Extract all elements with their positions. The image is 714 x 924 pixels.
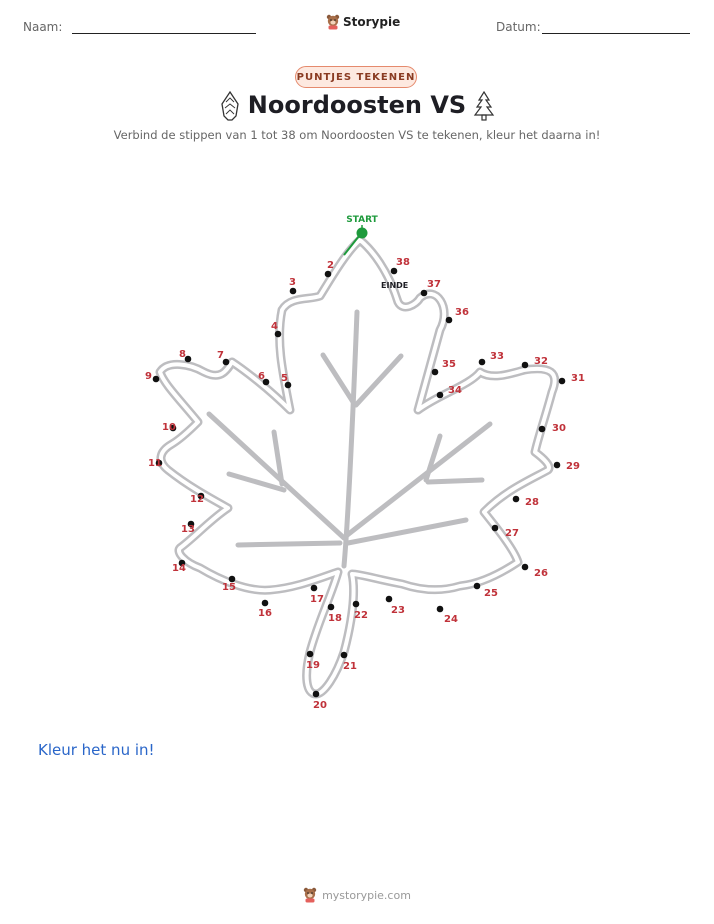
dot-number-14: 14 xyxy=(172,563,186,574)
dot-number-22: 22 xyxy=(354,610,368,621)
brand-logo: Storypie xyxy=(326,14,400,30)
dot-number-11: 11 xyxy=(148,458,162,469)
dot-7 xyxy=(222,358,230,366)
dot-number-18: 18 xyxy=(328,613,342,624)
dot-number-15: 15 xyxy=(222,582,236,593)
dot-11 xyxy=(155,459,163,467)
dot-30 xyxy=(538,425,546,433)
color-prompt: Kleur het nu in! xyxy=(38,741,155,759)
name-label: Naam: xyxy=(23,20,63,34)
leaf-outline xyxy=(155,235,560,699)
dot-31 xyxy=(558,377,566,385)
bear-icon xyxy=(326,14,340,30)
dot-number-7: 7 xyxy=(217,350,224,361)
dot-number-34: 34 xyxy=(448,385,462,396)
name-line[interactable] xyxy=(72,33,256,34)
dot-35 xyxy=(431,368,439,376)
dot-6 xyxy=(262,378,270,386)
dot-36 xyxy=(445,316,453,324)
dot-8 xyxy=(184,355,192,363)
activity-badge: PUNTJES TEKENEN xyxy=(295,66,417,88)
dot-27 xyxy=(491,524,499,532)
footer-url[interactable]: mystorypie.com xyxy=(322,888,411,902)
dot-number-36: 36 xyxy=(455,307,469,318)
brand-name: Storypie xyxy=(343,15,401,29)
dot-number-13: 13 xyxy=(181,524,195,535)
footer: mystorypie.com xyxy=(0,887,714,903)
dot-number-25: 25 xyxy=(484,588,498,599)
dot-number-24: 24 xyxy=(444,614,458,625)
date-label: Datum: xyxy=(496,20,541,34)
dot-number-17: 17 xyxy=(310,594,324,605)
dot-number-2: 2 xyxy=(327,260,334,271)
date-line[interactable] xyxy=(542,33,690,34)
dot-number-35: 35 xyxy=(442,359,456,370)
start-arrow xyxy=(343,235,360,256)
dot-number-8: 8 xyxy=(179,349,186,360)
dot-number-23: 23 xyxy=(391,605,405,616)
dot-number-6: 6 xyxy=(258,371,265,382)
dot-2 xyxy=(324,270,332,278)
dot-number-5: 5 xyxy=(281,373,288,384)
dot-number-37: 37 xyxy=(427,279,441,290)
dot-16 xyxy=(261,599,269,607)
dot-number-26: 26 xyxy=(534,568,548,579)
dot-number-3: 3 xyxy=(289,277,296,288)
dot-number-16: 16 xyxy=(258,608,272,619)
dot-20 xyxy=(312,690,320,698)
dot-9 xyxy=(152,375,160,383)
dot-22 xyxy=(352,600,360,608)
dot-4 xyxy=(274,330,282,338)
dot-13 xyxy=(187,520,195,528)
dot-12 xyxy=(197,492,205,500)
dot-number-12: 12 xyxy=(190,494,204,505)
dot-21 xyxy=(340,651,348,659)
dot-34 xyxy=(436,391,444,399)
dot-32 xyxy=(521,361,529,369)
bear-icon xyxy=(303,887,317,903)
dot-number-19: 19 xyxy=(306,660,320,671)
dot-number-9: 9 xyxy=(145,371,152,382)
dot-number-31: 31 xyxy=(571,373,585,384)
dot-14 xyxy=(178,559,186,567)
dot-15 xyxy=(228,575,236,583)
dot-10 xyxy=(169,424,177,432)
dot-number-4: 4 xyxy=(271,321,278,332)
dot-number-27: 27 xyxy=(505,528,519,539)
dot-25 xyxy=(473,582,481,590)
start-dot xyxy=(356,227,368,239)
dot-24 xyxy=(436,605,444,613)
dot-33 xyxy=(478,358,486,366)
dot-23 xyxy=(385,595,393,603)
dot-38 xyxy=(390,267,398,275)
dot-number-30: 30 xyxy=(552,423,566,434)
dot-3 xyxy=(289,287,297,295)
dot-number-10: 10 xyxy=(162,422,176,433)
dot-26 xyxy=(521,563,529,571)
dot-number-20: 20 xyxy=(313,700,327,711)
page-title: Noordoosten VS xyxy=(247,91,467,119)
instructions: Verbind de stippen van 1 tot 38 om Noord… xyxy=(113,128,601,142)
dot-28 xyxy=(512,495,520,503)
dot-number-21: 21 xyxy=(343,661,357,672)
leaf-veins xyxy=(206,309,493,569)
dot-number-29: 29 xyxy=(566,461,580,472)
start-label: START xyxy=(346,215,378,225)
end-label: EINDE xyxy=(381,281,408,290)
dot-18 xyxy=(327,603,335,611)
dot-number-33: 33 xyxy=(490,351,504,362)
dot-5 xyxy=(284,381,292,389)
dot-number-38: 38 xyxy=(396,257,410,268)
arrowhead-icon xyxy=(221,90,239,121)
dot-19 xyxy=(306,650,314,658)
dot-number-28: 28 xyxy=(525,497,539,508)
dot-29 xyxy=(553,461,561,469)
dot-17 xyxy=(310,584,318,592)
dot-number-32: 32 xyxy=(534,356,548,367)
pine-tree-icon xyxy=(473,90,495,121)
dot-37 xyxy=(420,289,428,297)
